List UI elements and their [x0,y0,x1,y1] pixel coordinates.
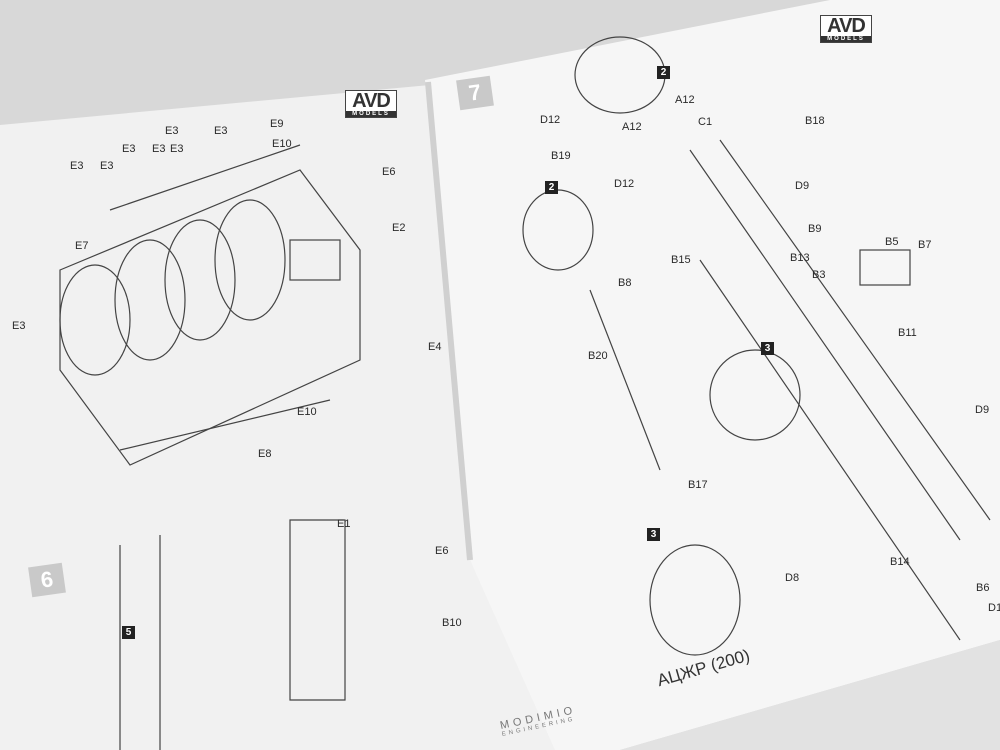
part-label: E3 [100,160,114,172]
part-label: D8 [785,572,800,584]
part-label: B19 [551,150,571,162]
part-label: E2 [392,222,406,234]
part-label: A12 [622,121,642,133]
part-label: B9 [808,223,822,235]
part-label: D9 [975,404,990,416]
part-label: E3 [122,143,136,155]
part-label: D12 [540,114,561,126]
part-label: E7 [75,240,89,252]
part-label: E3 [170,143,184,155]
right-page [425,0,1000,750]
part-label: E3 [70,160,84,172]
part-label: D1 [988,602,1000,614]
part-label: B17 [688,479,708,491]
part-label: B5 [885,236,899,248]
part-label: B6 [976,582,990,594]
step-number-6: 6 [28,562,66,598]
sub-step-badge: 2 [657,66,670,79]
part-label: E10 [297,406,317,418]
part-label: E3 [152,143,166,155]
part-label: B15 [671,254,691,266]
part-label: E3 [12,320,26,332]
left-page [0,85,560,750]
chassis-drawing [522,36,991,656]
part-label: B11 [898,327,917,339]
part-label: E6 [435,545,449,557]
part-label: B8 [618,277,632,289]
part-label: E3 [214,125,228,137]
part-label: B14 [890,556,910,568]
part-label: E3 [165,125,179,137]
part-label: D9 [795,180,810,192]
sub-step-badge: 5 [122,626,135,639]
part-label: B3 [812,269,826,281]
sub-step-badge: 3 [647,528,660,541]
part-label: B10 [442,617,462,629]
part-label: B13 [790,252,810,264]
part-label: B18 [805,115,825,127]
part-label: E4 [428,341,442,353]
part-label: E9 [270,118,284,130]
step-number-7: 7 [456,75,494,111]
part-label: D12 [614,178,635,190]
part-label: B7 [918,239,932,251]
tank-drawing [59,144,361,750]
lower-page-edge [620,640,1000,750]
part-label: A12 [675,94,695,106]
part-label: B20 [588,350,608,362]
part-label: E6 [382,166,396,178]
part-label: E8 [258,448,272,460]
spine-shadow [425,81,473,561]
part-label: C1 [698,116,713,128]
sub-step-badge: 2 [545,181,558,194]
part-label: E10 [272,138,292,150]
part-label: E1 [337,518,351,530]
sub-step-badge: 3 [761,342,774,355]
